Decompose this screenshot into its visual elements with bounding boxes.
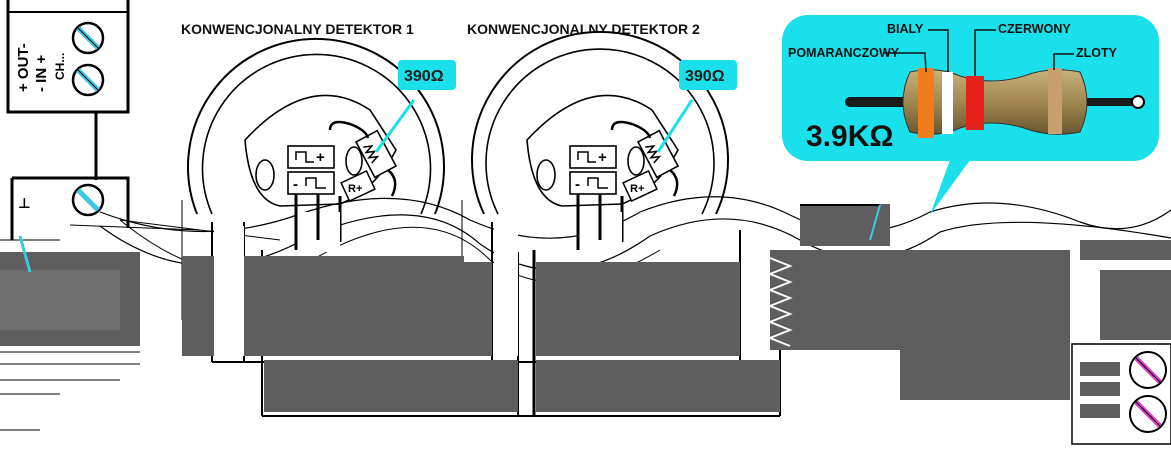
detector-2-minus: -	[575, 176, 580, 193]
detector-1-plus: +	[316, 149, 325, 166]
terminal-label-ch: CH...	[53, 53, 67, 80]
terminal-block-bottom: ⊥	[10, 176, 130, 240]
detector-2-resistor-tag: 390Ω	[656, 60, 737, 153]
detector-1-resistor-tag: 390Ω	[374, 60, 456, 153]
detector-2-resistor-label: 390Ω	[685, 68, 725, 85]
band-label-red: CZERWONY	[998, 22, 1071, 36]
terminal-block-right	[1071, 343, 1171, 445]
band-label-gold: ZLOTY	[1076, 46, 1118, 60]
detector-2-resistor	[610, 120, 680, 197]
screw-icon	[71, 63, 105, 97]
screw-icon	[1129, 351, 1167, 389]
screw-icon	[71, 183, 105, 217]
glitch-region-left	[0, 219, 281, 431]
detector-2-plus: +	[598, 149, 607, 166]
resistor-value: 3.9KΩ	[806, 120, 893, 153]
band-gold	[1048, 68, 1062, 134]
terminal-block-top: + OUT- - IN + CH...	[6, 0, 130, 180]
detector-1-base: + - R+	[187, 37, 445, 250]
band-white	[942, 72, 953, 134]
terminal-label-in: - IN +	[33, 55, 50, 92]
resistor-callout: POMARANCZOWY BIALY CZERWONY ZLOTY 3.9KΩ	[782, 15, 1159, 215]
eol-resistor-trace	[767, 257, 793, 347]
detector-2-rplus: R+	[630, 183, 644, 195]
screw-icon	[1129, 395, 1167, 433]
detector-1-resistor-label: 390Ω	[404, 68, 444, 85]
terminal-label-out: + OUT-	[15, 43, 32, 92]
detector-2-title: KONWENCJONALNY DETEKTOR 2	[467, 21, 700, 37]
terminal-bottom-mark: ⊥	[18, 195, 31, 211]
detector-1-resistor	[328, 120, 398, 197]
detector-1-minus: -	[293, 176, 298, 193]
band-label-white: BIALY	[887, 22, 924, 36]
screw-icon	[71, 21, 105, 55]
detector-1-title: KONWENCJONALNY DETEKTOR 1	[181, 21, 414, 37]
band-orange	[918, 68, 934, 138]
detector-1-rplus: R+	[348, 183, 362, 195]
band-red	[966, 76, 984, 130]
band-label-orange: POMARANCZOWY	[788, 46, 900, 60]
glitch-region-middle	[182, 196, 1171, 412]
